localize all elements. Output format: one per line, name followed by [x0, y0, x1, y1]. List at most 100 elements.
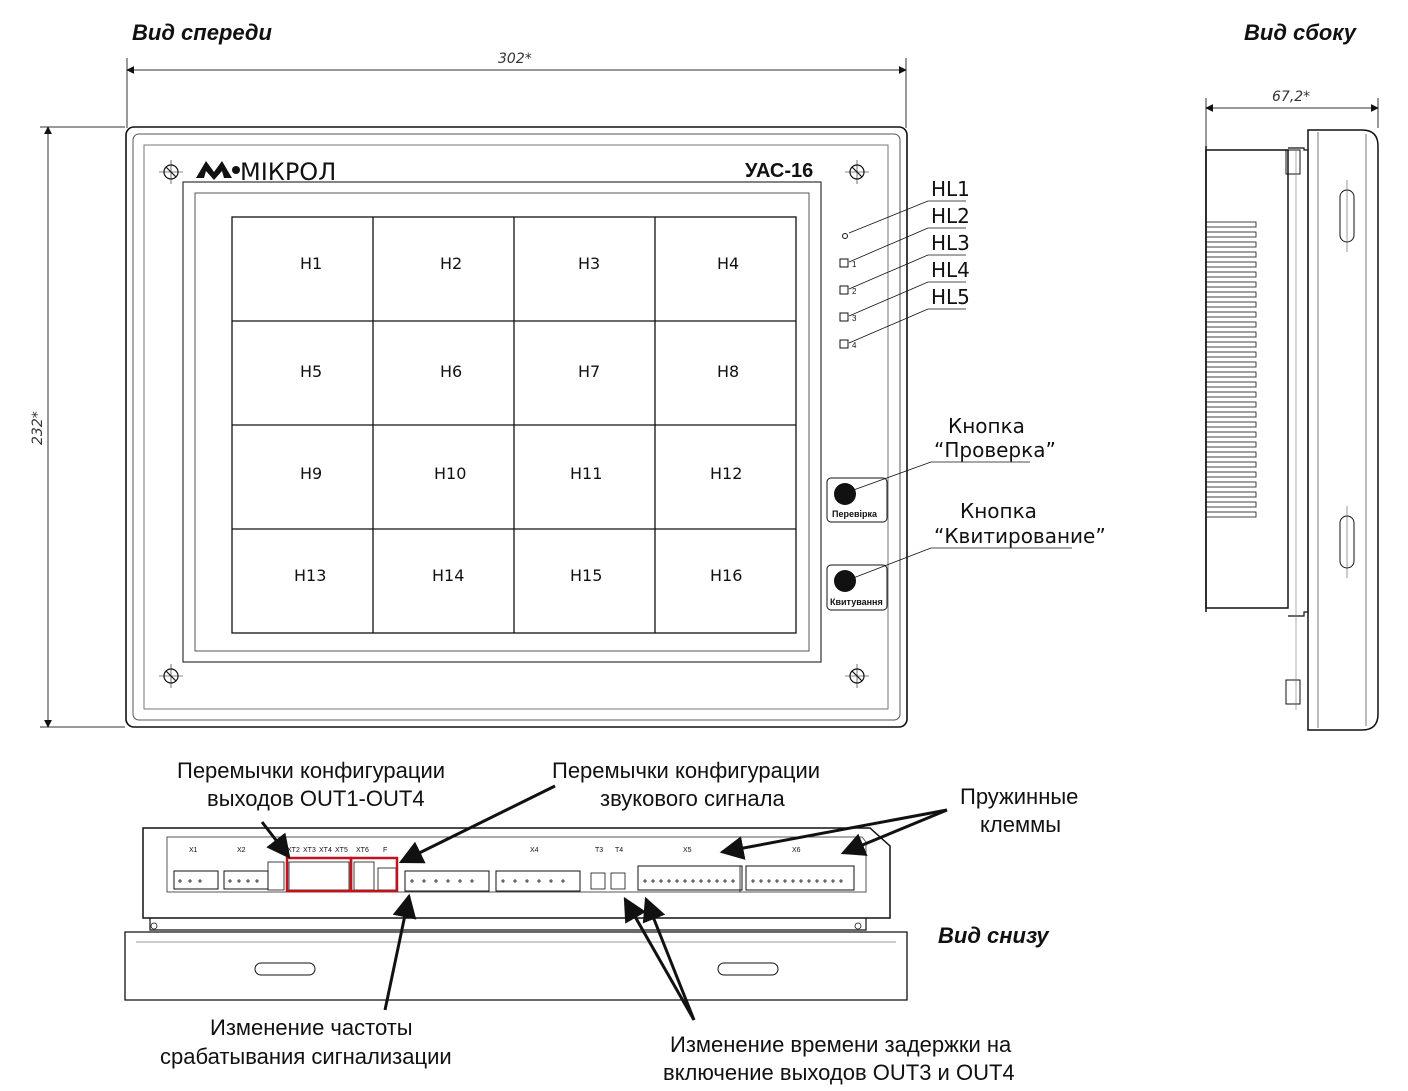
terminal-pin	[767, 879, 771, 883]
terminal-pin	[807, 879, 811, 883]
height-value: 232*	[30, 411, 46, 445]
terminal-pins	[178, 879, 843, 883]
vent-slot	[1205, 401, 1257, 408]
vent-slot	[1205, 371, 1257, 378]
vent-slot	[1205, 311, 1257, 318]
terminal-pin	[831, 879, 835, 883]
hl-label: HL5	[931, 285, 970, 309]
brand-logo: МІКРОЛ	[196, 158, 336, 186]
vent-slot	[1205, 241, 1257, 248]
vent-slot	[1205, 281, 1257, 288]
check-callout-line2: “Проверка”	[934, 438, 1056, 462]
terminal-pin	[667, 879, 671, 883]
spring-note-line1: Пружинные	[960, 784, 1078, 809]
vent-slot	[1205, 351, 1257, 358]
front-view-title: Вид спереди	[132, 20, 272, 45]
vent-slot	[1205, 421, 1257, 428]
vent-slot	[1205, 391, 1257, 398]
cell-label: H6	[440, 362, 462, 381]
terminal-pin	[783, 879, 787, 883]
screw-icon-top-right	[845, 160, 869, 184]
terminal-pin	[537, 879, 541, 883]
height-dimension: 232*	[30, 126, 125, 728]
vent-slot	[1205, 491, 1257, 498]
terminal-pin	[255, 879, 259, 883]
terminal-pin	[675, 879, 679, 883]
sound-jumpers-note-line1: Перемычки конфигурации	[552, 758, 820, 783]
cell-label: H11	[570, 464, 602, 483]
connector-label: F	[383, 847, 387, 854]
terminal-pin	[525, 879, 529, 883]
out-jumpers-highlight	[285, 856, 353, 893]
screw-icon-bottom-left	[159, 664, 183, 688]
terminal-pin	[178, 879, 182, 883]
front-panel	[125, 126, 908, 728]
connector-label: X6	[792, 847, 801, 854]
vent-slot	[1205, 261, 1257, 268]
vent-slot	[1205, 331, 1257, 338]
ack-button-label: Квитування	[830, 597, 883, 607]
connector-label: XT3	[303, 847, 316, 854]
terminal-pin	[683, 879, 687, 883]
vent-slot	[1205, 251, 1257, 258]
terminal-pin	[446, 879, 450, 883]
depth-value: 67,2*	[1272, 89, 1310, 105]
terminal-pin	[815, 879, 819, 883]
led-icon	[839, 285, 849, 295]
vent-slot	[1205, 461, 1257, 468]
width-dimension: 302*	[126, 51, 907, 128]
terminal-pin	[434, 879, 438, 883]
connector-label: X1	[189, 847, 198, 854]
check-callout-line1: Кнопка	[948, 414, 1025, 438]
hl-callouts: HL1 HL2 HL3 HL4 HL5	[848, 177, 970, 344]
terminal-pin	[715, 879, 719, 883]
cell-label: H4	[717, 254, 739, 273]
terminal-pin	[775, 879, 779, 883]
vent-slot	[1205, 381, 1257, 388]
connector-label: XT6	[356, 847, 369, 854]
terminal-pin	[549, 879, 553, 883]
terminal-pin	[759, 879, 763, 883]
cell-label: H9	[300, 464, 322, 483]
connector-label: T4	[615, 847, 623, 854]
hl-label: HL4	[931, 258, 970, 282]
hl-label: HL1	[931, 177, 970, 201]
cell-label: H16	[710, 566, 742, 585]
freq-note-line2: срабатывания сигнализации	[160, 1044, 452, 1069]
vent-slot	[1205, 221, 1257, 228]
vent-slot	[1205, 231, 1257, 238]
vent-slot	[1205, 511, 1257, 518]
vent-slot	[1205, 411, 1257, 418]
freq-note-line1: Изменение частоты	[210, 1015, 413, 1040]
cell-label: H1	[300, 254, 322, 273]
terminal-pin	[501, 879, 505, 883]
terminal-pin	[246, 879, 250, 883]
vent-slot	[1205, 291, 1257, 298]
indicator-grid: H1 H2 H3 H4 H5 H6 H7 H8 H9 H10 H11 H12 H…	[231, 216, 797, 634]
ack-callout-line1: Кнопка	[960, 499, 1037, 523]
vent-slot	[1205, 501, 1257, 508]
terminal-pin	[643, 879, 647, 883]
terminal-pin	[699, 879, 703, 883]
annotations: Перемычки конфигурации выходов OUT1-OUT4…	[160, 758, 1078, 1085]
terminal-pin	[731, 879, 735, 883]
check-button: Перевірка	[826, 477, 888, 523]
hl-label: HL2	[931, 204, 970, 228]
connector-label: XT2	[287, 847, 300, 854]
terminal-pin	[228, 879, 232, 883]
bottom-view: X1 X2 XT2 XT3 XT4 XT5 XT6 F X4 T3 T4 X5 …	[124, 827, 908, 1001]
terminal-pin	[791, 879, 795, 883]
vent-slot	[1205, 441, 1257, 448]
vent-slot	[1205, 341, 1257, 348]
cell-label: H5	[300, 362, 322, 381]
brand-name: МІКРОЛ	[240, 158, 336, 186]
led-icon	[839, 258, 849, 268]
vent-slot	[1205, 471, 1257, 478]
connector-label: XT4	[319, 847, 332, 854]
screw-icon-top-left	[159, 160, 183, 184]
terminal-pin	[799, 879, 803, 883]
model-name: УАС-16	[745, 160, 813, 182]
sound-jumpers-highlight	[349, 856, 399, 893]
terminal-pin	[458, 879, 462, 883]
